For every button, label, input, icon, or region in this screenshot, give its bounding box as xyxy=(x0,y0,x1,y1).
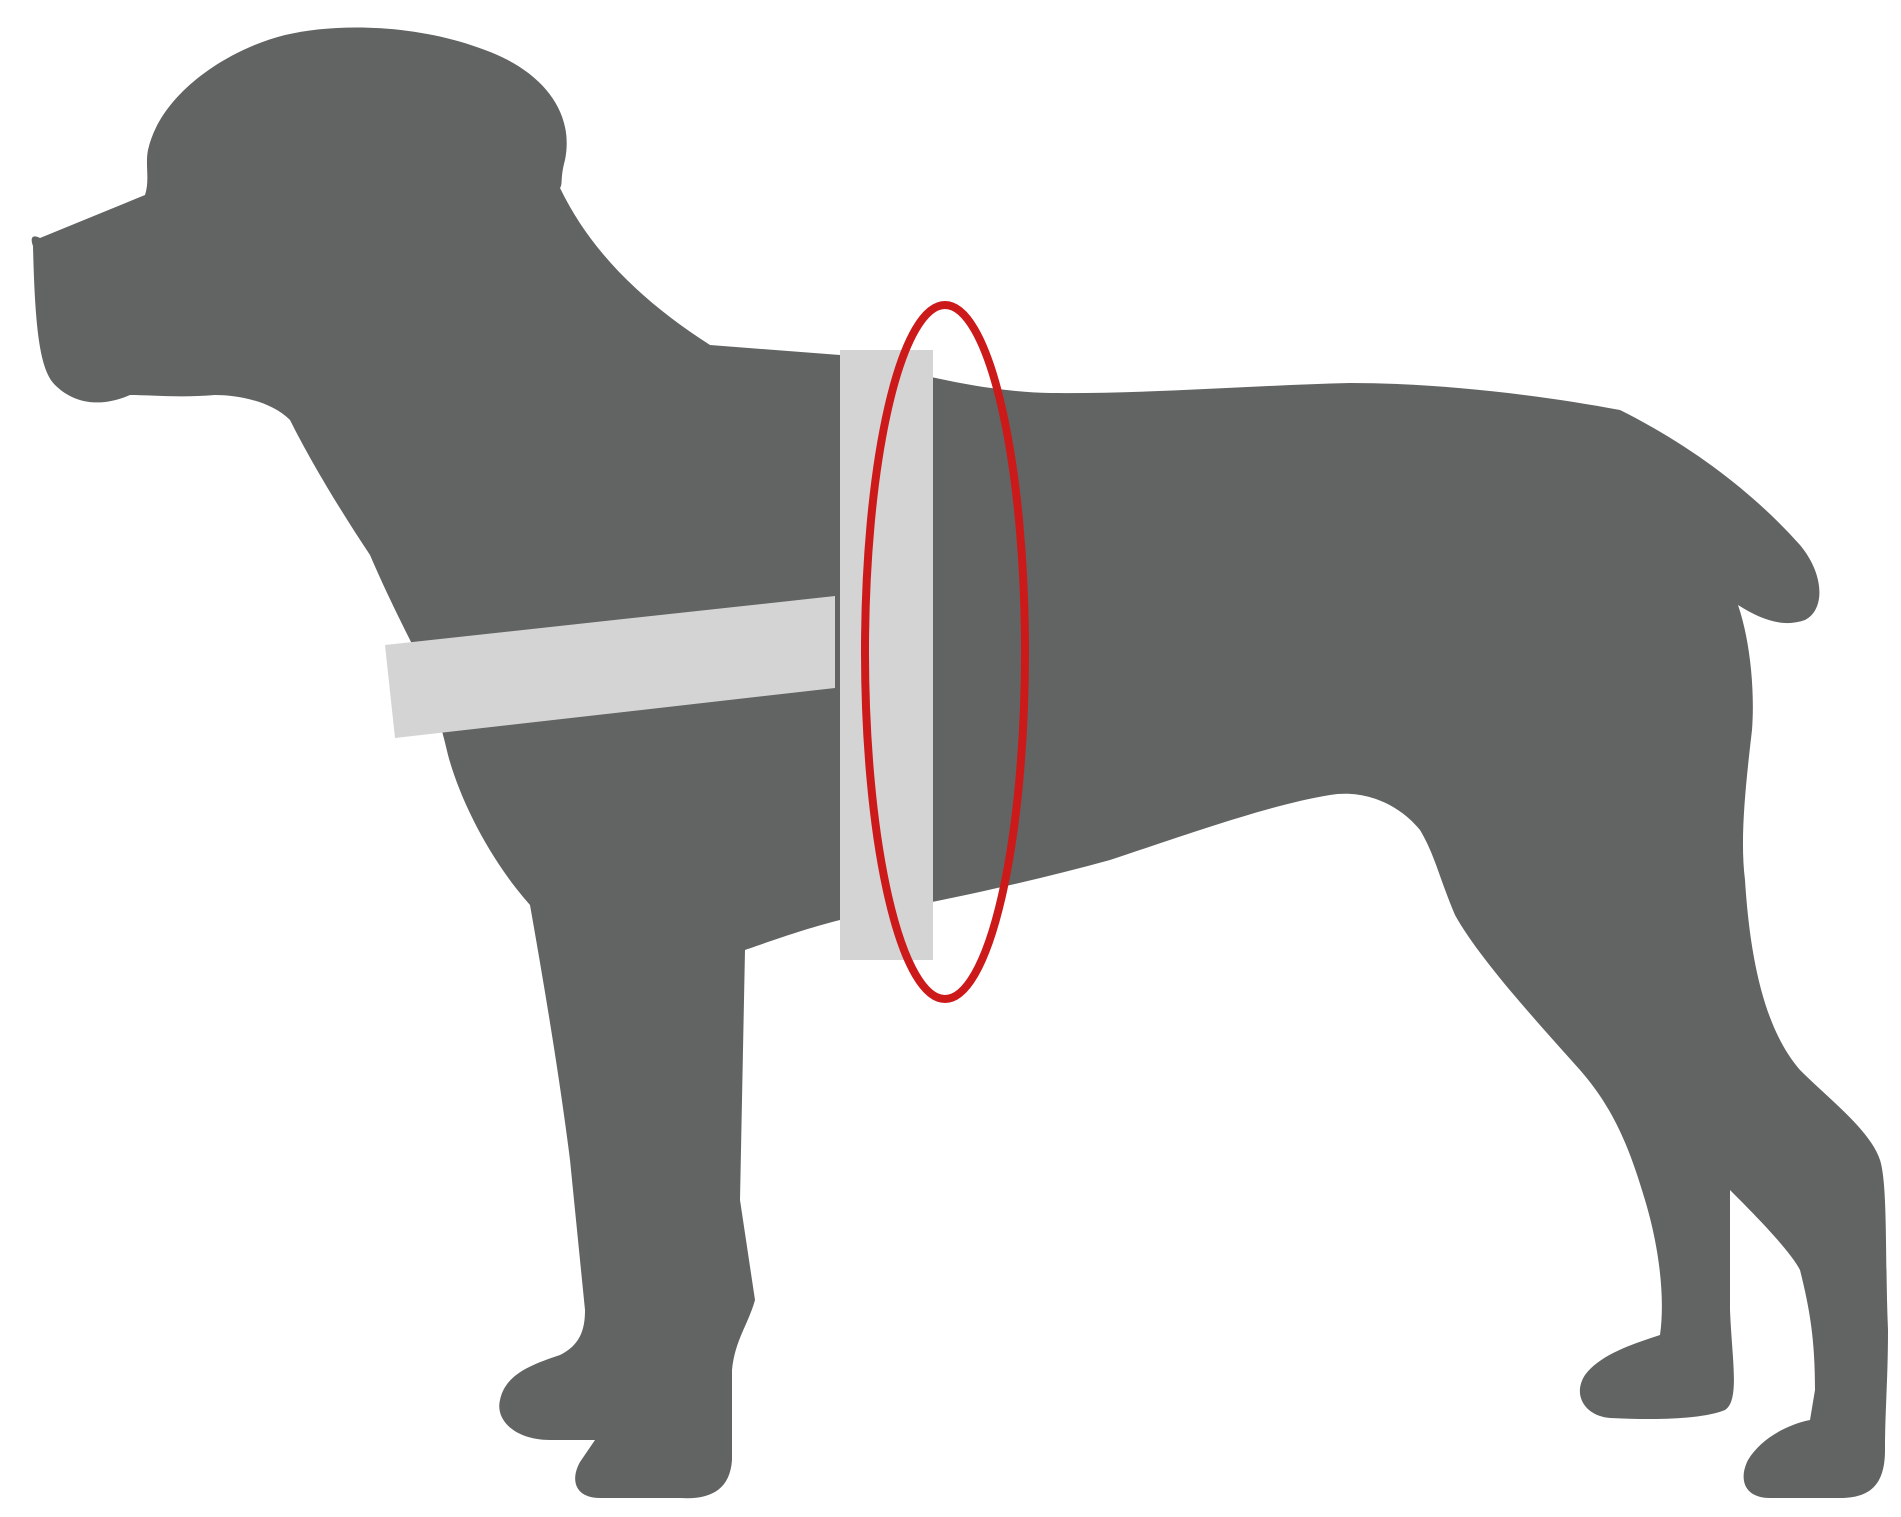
harness-measurement-diagram xyxy=(0,0,1901,1517)
